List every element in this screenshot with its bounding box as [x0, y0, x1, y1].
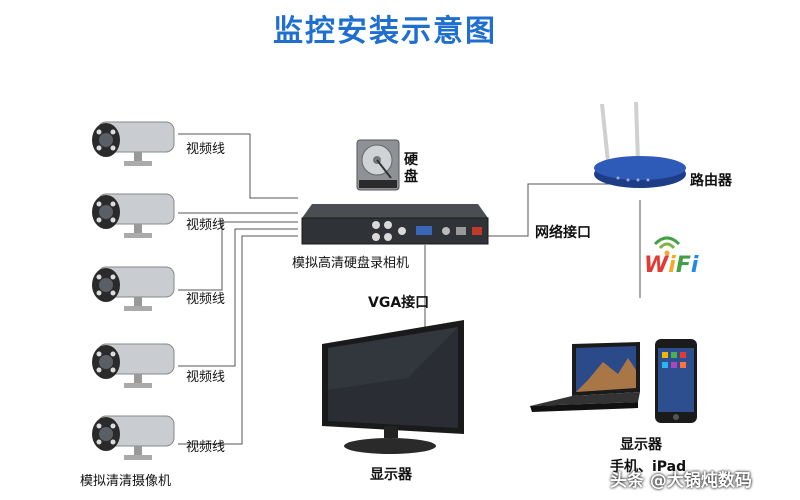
router-label: 路由器 [690, 173, 732, 189]
video-cable-label: 视频线 [186, 142, 226, 157]
laptop-icon [530, 342, 640, 412]
vga-port-label: VGA接口 [368, 295, 430, 311]
phone-icon [655, 339, 697, 423]
camera-group-label: 模拟清清摄像机 [80, 474, 172, 489]
wire-camera-3 [178, 221, 298, 291]
wifi-text: WiFi [644, 253, 699, 278]
hdd-label: 硬盘 [404, 152, 418, 185]
video-cable-label: 视频线 [186, 292, 226, 307]
camera-icon [92, 193, 175, 238]
hard-disk-icon [356, 139, 400, 191]
camera-icon [92, 266, 175, 311]
wire-network [488, 183, 610, 237]
camera-icon [92, 343, 175, 388]
monitor-icon [322, 320, 464, 454]
wire-camera-4 [178, 228, 298, 367]
network-port-label: 网络接口 [535, 225, 591, 241]
device-display-label: 显示器 [620, 437, 662, 453]
wifi-signal-icon [653, 236, 681, 256]
device-mobile-label: 手机、iPad [610, 459, 687, 475]
router-icon [594, 101, 686, 188]
wire-camera-1 [178, 133, 298, 199]
camera-icon [92, 415, 175, 460]
dvr-device-icon [301, 204, 489, 245]
video-cable-label: 视频线 [186, 218, 226, 233]
monitor-label: 显示器 [370, 467, 412, 483]
watermark: 头条 @大锅炖数码 [610, 471, 752, 491]
wire-camera-5 [178, 235, 298, 445]
dvr-label: 模拟高清硬盘录相机 [292, 256, 410, 271]
diagram-title: 监控安装示意图 [273, 14, 497, 49]
video-cable-label: 视频线 [186, 370, 226, 385]
camera-icon [92, 121, 175, 166]
video-cable-label: 视频线 [186, 440, 226, 455]
